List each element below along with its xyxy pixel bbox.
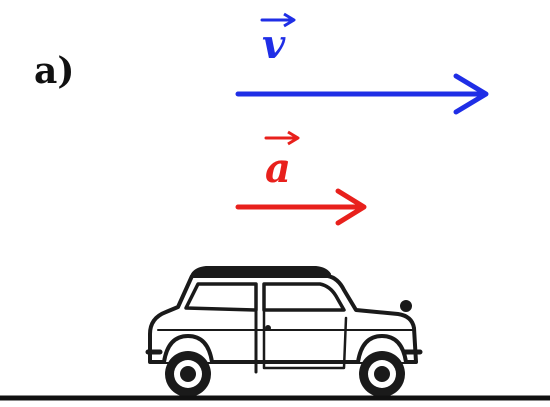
acceleration-label: a xyxy=(265,145,291,192)
acceleration-arrow-head xyxy=(335,188,367,226)
acceleration-vector: a xyxy=(235,130,367,226)
car-icon xyxy=(145,266,423,397)
acceleration-over-arrow xyxy=(264,130,300,146)
part-label: a) xyxy=(34,50,75,92)
car-wheel-front xyxy=(359,351,405,397)
velocity-label: v xyxy=(262,21,286,68)
velocity-over-arrow xyxy=(260,12,296,28)
velocity-vector: v xyxy=(235,12,489,115)
car-wheel-rear xyxy=(165,351,211,397)
velocity-arrow-head xyxy=(453,73,489,115)
